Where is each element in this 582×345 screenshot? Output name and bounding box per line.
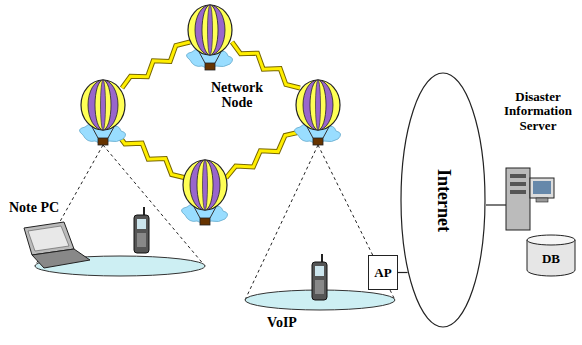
access-point-box: AP (368, 255, 398, 290)
lightning-link (116, 132, 186, 178)
internet-cloud: Internet (400, 72, 486, 328)
service-label: VoIP (258, 315, 306, 330)
link-line (398, 272, 408, 273)
lightning-link (122, 42, 190, 88)
lightning-link (116, 132, 186, 178)
node-text: AP (374, 265, 391, 281)
lightning-link (226, 132, 300, 178)
lightning-link (226, 132, 300, 178)
node-caption: Network Node (203, 80, 271, 111)
node-text: DB (542, 251, 560, 267)
server-label: Disaster Information Server (497, 90, 579, 133)
database-cylinder: DB (526, 234, 576, 276)
device-label: Note PC (4, 200, 64, 215)
node-text: Internet (432, 169, 453, 232)
lightning-link (122, 42, 190, 88)
